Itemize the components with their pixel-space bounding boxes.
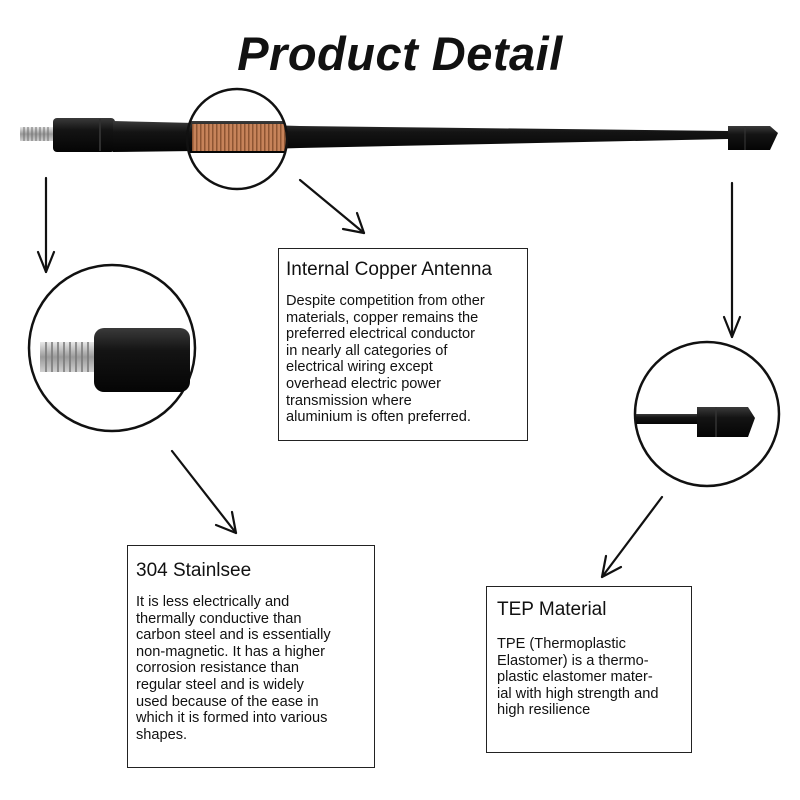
antenna-base [53, 118, 115, 152]
steel-heading: 304 Stainlsee [136, 560, 252, 581]
description-line: corrosion resistance than [136, 660, 300, 677]
description-line: It is less electrically and [136, 594, 290, 610]
description-line: high resilience [497, 702, 591, 719]
zoom-circle-icon [27, 263, 197, 433]
threaded-stud [20, 127, 54, 141]
description-line: overhead electric power [286, 375, 441, 392]
tpe-heading: TEP Material [497, 599, 607, 620]
description-line: ial with high strength and [497, 685, 659, 702]
copper-heading: Internal Copper Antenna [286, 259, 492, 280]
description-line: transmission where [286, 392, 412, 409]
description-line: carbon steel and is essentially [136, 627, 331, 644]
description-line: in nearly all categories of [286, 342, 448, 359]
description-line: plastic elastomer mater- [497, 669, 653, 686]
antenna-rod [636, 414, 698, 424]
page-title: Product Detail [237, 27, 563, 80]
description-line: Elastomer) is a thermo- [497, 652, 649, 669]
antenna-tip [697, 407, 755, 437]
description-line: Despite competition from other [286, 293, 485, 309]
description-line: used because of the ease in [136, 693, 319, 710]
description-line: regular steel and is widely [136, 676, 304, 693]
down-arrow-icon [722, 181, 742, 339]
description-line: aluminium is often preferred. [286, 409, 471, 426]
diagonal-arrow-icon [298, 178, 366, 235]
antenna-tip [728, 126, 778, 150]
description-line: preferred electrical conductor [286, 326, 475, 343]
description-line: materials, copper remains the [286, 309, 479, 326]
antenna-base [94, 328, 190, 392]
diagonal-arrow-icon [600, 495, 664, 579]
description-line: electrical wiring except [286, 359, 433, 376]
threaded-stud [40, 342, 98, 372]
zoom-circle-icon [185, 87, 289, 191]
description-line: non-magnetic. It has a higher [136, 643, 326, 660]
down-arrow-icon [36, 176, 56, 274]
copper-description: Despite competition from other materials… [286, 293, 520, 426]
tpe-description: TPE (Thermoplastic Elastomer) is a therm… [497, 636, 681, 719]
steel-description: It is less electrically and thermally co… [136, 594, 366, 743]
copper-coil [192, 124, 286, 151]
zoom-circle-icon [633, 340, 781, 488]
antenna [20, 118, 778, 152]
copper-antenna-info-box: Internal Copper Antenna Despite competit… [278, 248, 528, 441]
tpe-material-info-box: TEP Material TPE (Thermoplastic Elastome… [486, 586, 692, 753]
description-line: which it is formed into various [136, 710, 328, 727]
description-line: thermally conductive than [136, 610, 302, 627]
diagonal-arrow-icon [170, 449, 238, 535]
description-line: shapes. [136, 726, 188, 743]
stainless-steel-info-box: 304 Stainlsee It is less electrically an… [127, 545, 375, 768]
description-line: TPE (Thermoplastic [497, 636, 626, 652]
